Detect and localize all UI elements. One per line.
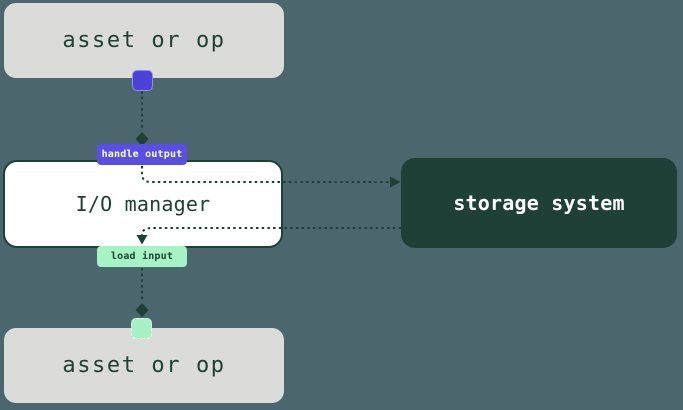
handle-output-badge-label: handle output <box>101 149 183 160</box>
load-input-badge: load input <box>97 246 187 267</box>
arrowhead-diamond-bottom <box>135 303 149 317</box>
node-storage-system-label: storage system <box>453 191 625 215</box>
node-io-manager: I/O manager <box>3 160 283 248</box>
node-asset-or-op-bottom-label: asset or op <box>62 353 226 378</box>
node-io-manager-label: I/O manager <box>75 192 211 216</box>
load-input-badge-label: load input <box>110 251 174 262</box>
node-asset-or-op-top-label: asset or op <box>62 28 226 53</box>
output-port-handle <box>132 70 153 91</box>
input-port-handle <box>131 318 152 339</box>
node-storage-system: storage system <box>401 158 677 248</box>
arrowhead-right-into-storage <box>390 176 401 188</box>
handle-output-badge: handle output <box>97 144 187 165</box>
node-asset-or-op-top: asset or op <box>4 3 284 78</box>
node-asset-or-op-bottom: asset or op <box>4 328 284 403</box>
